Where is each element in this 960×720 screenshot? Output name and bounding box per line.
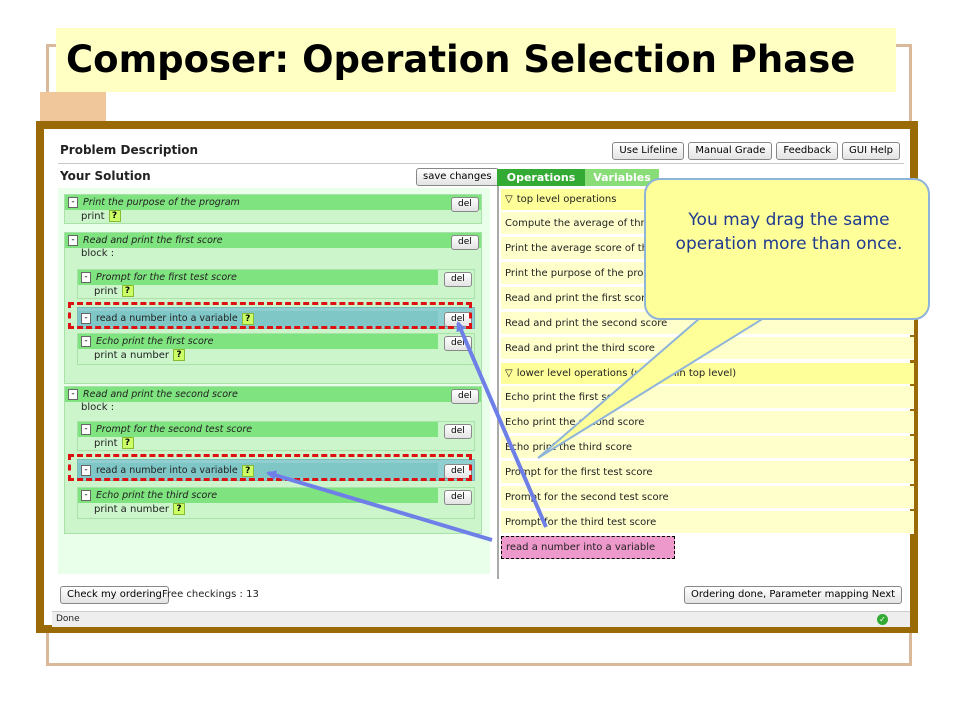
slide-title: Composer: Operation Selection Phase [56,28,896,92]
tab-operations[interactable]: Operations [497,169,585,186]
feedback-button[interactable]: Feedback [776,142,838,160]
sub-block-prompt-second[interactable]: - Prompt for the second test score del p… [77,421,475,451]
top-toolbar: Use Lifeline Manual Grade Feedback GUI H… [612,142,900,160]
collapse-triangle-icon: ▽ [505,194,513,205]
help-question-icon[interactable]: ? [108,210,121,222]
block-title: read a number into a variable? [96,463,254,478]
delete-button[interactable]: del [451,235,479,250]
delete-button[interactable]: del [444,272,472,287]
sub-block-echo-first[interactable]: - Echo print the first score del print a… [77,333,475,365]
delete-button[interactable]: del [451,389,479,404]
solution-block-read-first-score[interactable]: - Read and print the first score del blo… [64,232,482,384]
check-ordering-button[interactable]: Check my ordering [60,586,169,604]
collapse-button[interactable]: - [81,313,91,324]
callout-pointer [537,317,768,459]
operation-item[interactable]: Prompt for the third test score [501,511,914,534]
help-question-icon[interactable]: ? [173,349,186,361]
line-text: print [94,438,118,449]
block-title-text: read a number into a variable [96,313,238,324]
block-line: print? [81,210,121,222]
help-question-icon[interactable]: ? [173,503,186,515]
block-title: Print the purpose of the program [83,197,240,208]
manual-grade-button[interactable]: Manual Grade [688,142,773,160]
save-changes-button[interactable]: save changes [416,168,499,186]
block-title: read a number into a variable? [96,311,254,326]
tab-variables[interactable]: Variables [585,169,659,186]
highlight-dashed-box [68,302,472,329]
block-line: print? [94,285,134,297]
block-title: Echo print the first score [96,336,214,347]
your-solution-title: Your Solution [60,169,151,183]
block-title: Prompt for the first test score [96,272,237,283]
block-title: Read and print the first score [83,235,223,246]
collapse-button[interactable]: - [81,424,91,435]
status-bar: Done ✓ [52,611,910,627]
problem-description-title: Problem Description [60,143,199,157]
line-text: print a number [94,350,170,361]
help-question-icon[interactable]: ? [241,464,254,477]
block-header: - Print the purpose of the program [65,195,481,210]
solution-block-print-purpose[interactable]: - Print the purpose of the program del p… [64,194,482,224]
frame-line-bottom [46,663,912,666]
solution-block-read-second-score[interactable]: - Read and print the second score del bl… [64,386,482,534]
callout-text: You may drag the same operation more tha… [675,210,903,254]
block-line: block : [81,248,115,259]
block-line: print a number? [94,503,186,515]
block-header: - Read and print the second score [65,387,481,402]
block-header: - read a number into a variable? [78,463,438,478]
block-line: print a number? [94,349,186,361]
line-text: print a number [94,504,170,515]
status-text: Done [56,614,80,624]
block-title: Prompt for the second test score [96,424,253,435]
drag-arrow-to-first [456,321,548,528]
block-title: Read and print the second score [83,389,238,400]
operation-item-dragging[interactable]: read a number into a variable [501,536,675,559]
use-lifeline-button[interactable]: Use Lifeline [612,142,685,160]
category-lower-level[interactable]: ▽lower level operations (use within top … [501,363,914,384]
help-question-icon[interactable]: ? [241,312,254,325]
collapse-button[interactable]: - [81,336,91,347]
decorative-block [40,92,106,122]
operation-item[interactable]: Echo print the third score [501,436,914,459]
sub-block-read-number[interactable]: - read a number into a variable? del [77,307,475,329]
divider [58,163,904,164]
delete-button[interactable]: del [451,197,479,212]
line-text: print [94,286,118,297]
free-checkings-count: Free checkings : 13 [162,589,259,600]
operation-item[interactable]: Prompt for the second test score [501,486,914,509]
block-header: - Prompt for the first test score [78,270,438,285]
ordering-done-button[interactable]: Ordering done, Parameter mapping Next [684,586,903,604]
block-header: - Echo print the third score [78,488,438,503]
category-label: top level operations [516,194,617,205]
block-header: - read a number into a variable? [78,311,438,326]
gui-help-button[interactable]: GUI Help [842,142,900,160]
solution-panel: - Print the purpose of the program del p… [58,188,490,574]
callout-bubble: You may drag the same operation more tha… [644,178,930,320]
collapse-button[interactable]: - [81,272,91,283]
operation-item[interactable]: Prompt for the first test score [501,461,914,484]
help-question-icon[interactable]: ? [121,437,134,449]
help-question-icon[interactable]: ? [121,285,134,297]
block-title: Echo print the third score [96,490,218,501]
line-text: print [81,211,105,222]
collapse-button[interactable]: - [68,197,78,208]
check-ok-icon: ✓ [877,614,888,625]
collapse-button[interactable]: - [68,235,78,246]
delete-button[interactable]: del [444,490,472,505]
collapse-button[interactable]: - [81,465,91,476]
block-line: block : [81,402,115,413]
collapse-triangle-icon: ▽ [505,368,513,379]
block-header: - Read and print the first score [65,233,481,248]
sub-block-prompt-first[interactable]: - Prompt for the first test score del pr… [77,269,475,299]
block-header: - Prompt for the second test score [78,422,438,437]
collapse-button[interactable]: - [81,490,91,501]
delete-button[interactable]: del [444,424,472,439]
block-header: - Echo print the first score [78,334,438,349]
category-label: lower level operations (use within top l… [516,368,737,379]
block-line: print? [94,437,134,449]
drag-arrow-to-second [266,470,493,542]
block-title-text: read a number into a variable [96,465,238,476]
collapse-button[interactable]: - [68,389,78,400]
